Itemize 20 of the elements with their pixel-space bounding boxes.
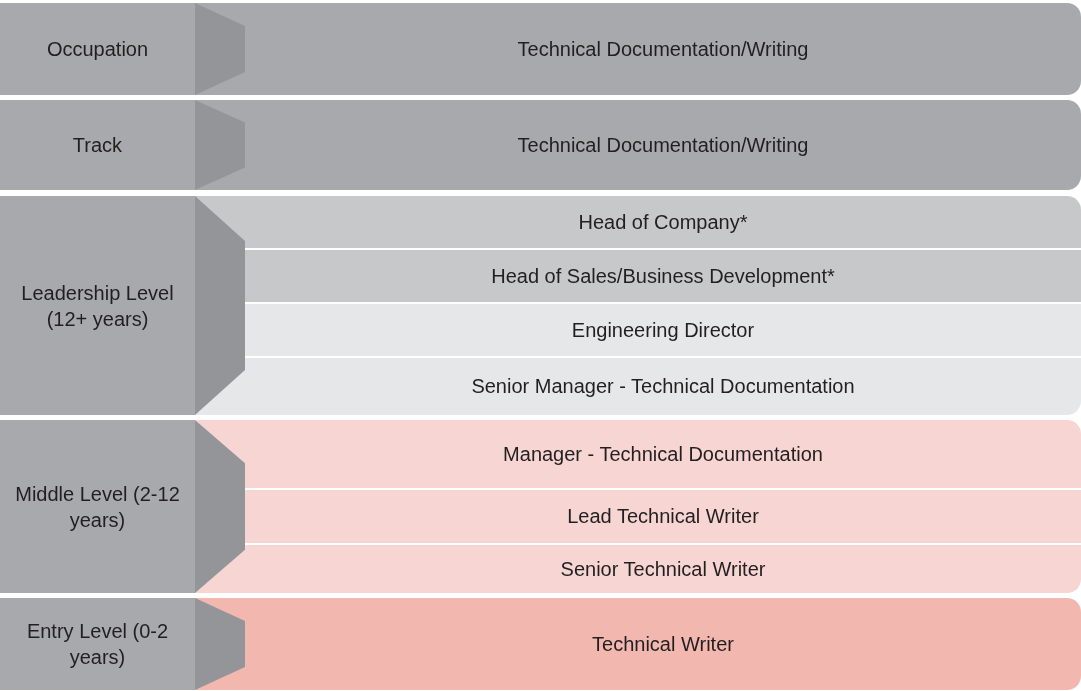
- level-label: Entry Level (0-2 years): [25, 619, 170, 670]
- role-bar: Engineering Director: [245, 304, 1081, 356]
- level-band: [0, 420, 245, 593]
- role-bar: Head of Sales/Business Development*: [245, 250, 1081, 302]
- role-bar: Senior Manager - Technical Documentation: [195, 358, 1081, 415]
- level-band: [0, 100, 245, 190]
- role-bar: Technical Documentation/Writing: [195, 100, 1081, 190]
- level-band: [0, 196, 245, 415]
- role-bar: Technical Documentation/Writing: [195, 3, 1081, 95]
- role-bar: Head of Company*: [195, 196, 1081, 248]
- role-bar: Lead Technical Writer: [245, 490, 1081, 543]
- level-band: [0, 3, 245, 95]
- level-band: [0, 598, 245, 690]
- role-bar: Senior Technical Writer: [195, 545, 1081, 593]
- role-bar: Technical Writer: [195, 598, 1081, 690]
- level-label: Occupation: [45, 37, 150, 62]
- level-label: Track: [71, 133, 124, 158]
- role-bar: Manager - Technical Documentation: [195, 420, 1081, 488]
- level-label: Middle Level (2-12 years): [14, 481, 181, 533]
- level-label: Leadership Level (12+ years): [20, 280, 175, 332]
